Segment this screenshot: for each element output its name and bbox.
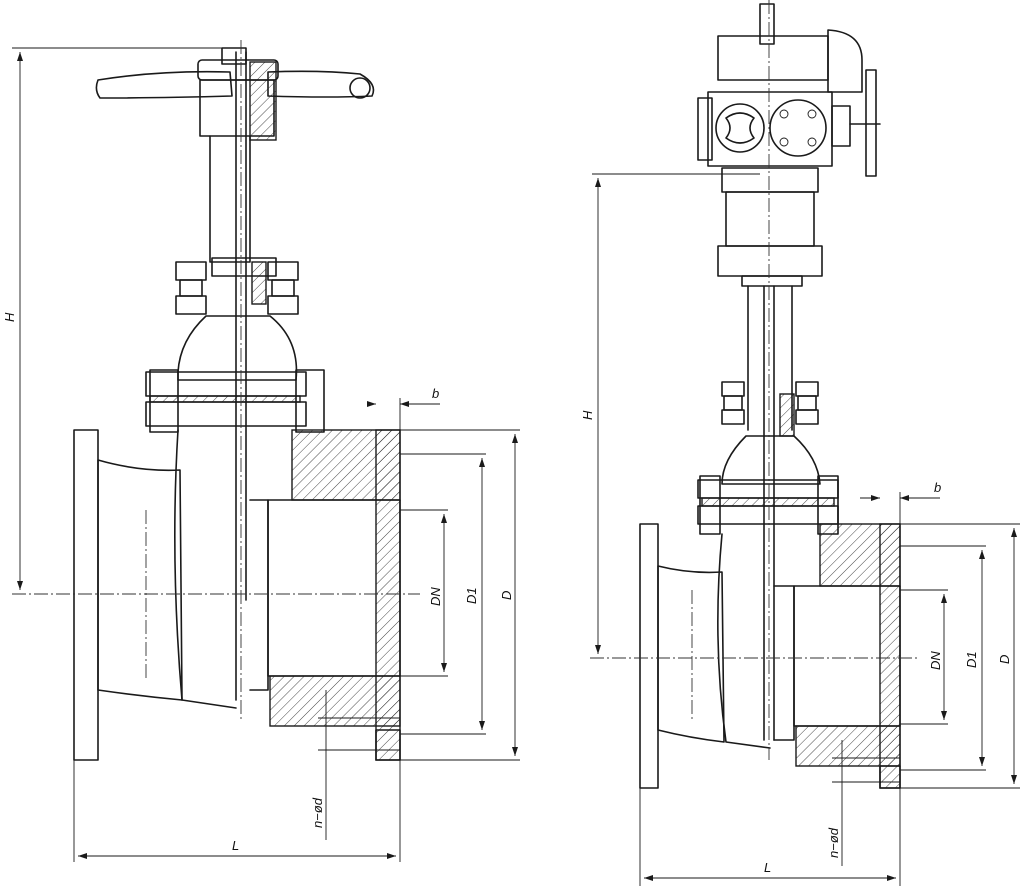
left-label-L: L xyxy=(232,838,239,853)
right-label-DN: DN xyxy=(928,651,943,670)
right-label-L: L xyxy=(764,860,771,875)
left-valve: H b DN D1 D n−ød L xyxy=(2,40,520,862)
right-valve: H b DN D1 D n−ød L xyxy=(580,0,1020,886)
right-label-D: D xyxy=(997,655,1012,664)
yoke xyxy=(175,51,299,701)
electric-actuator xyxy=(697,3,881,277)
handwheel xyxy=(95,47,375,141)
left-label-b: b xyxy=(432,386,439,401)
left-dimensions xyxy=(12,47,520,862)
bonnet-right xyxy=(697,435,839,535)
right-label-holes: n−ød xyxy=(826,827,841,858)
left-label-H: H xyxy=(2,312,17,322)
bonnet xyxy=(145,315,325,433)
right-label-D1: D1 xyxy=(964,651,979,668)
right-dimensions xyxy=(592,173,1020,886)
right-label-b: b xyxy=(934,480,941,495)
left-label-D: D xyxy=(499,591,514,600)
body-right xyxy=(639,523,901,789)
stem xyxy=(721,275,819,741)
left-label-DN: DN xyxy=(428,587,443,606)
left-label-holes: n−ød xyxy=(310,797,325,828)
right-label-H: H xyxy=(580,410,595,420)
body xyxy=(73,429,401,761)
left-label-D1: D1 xyxy=(464,587,479,604)
